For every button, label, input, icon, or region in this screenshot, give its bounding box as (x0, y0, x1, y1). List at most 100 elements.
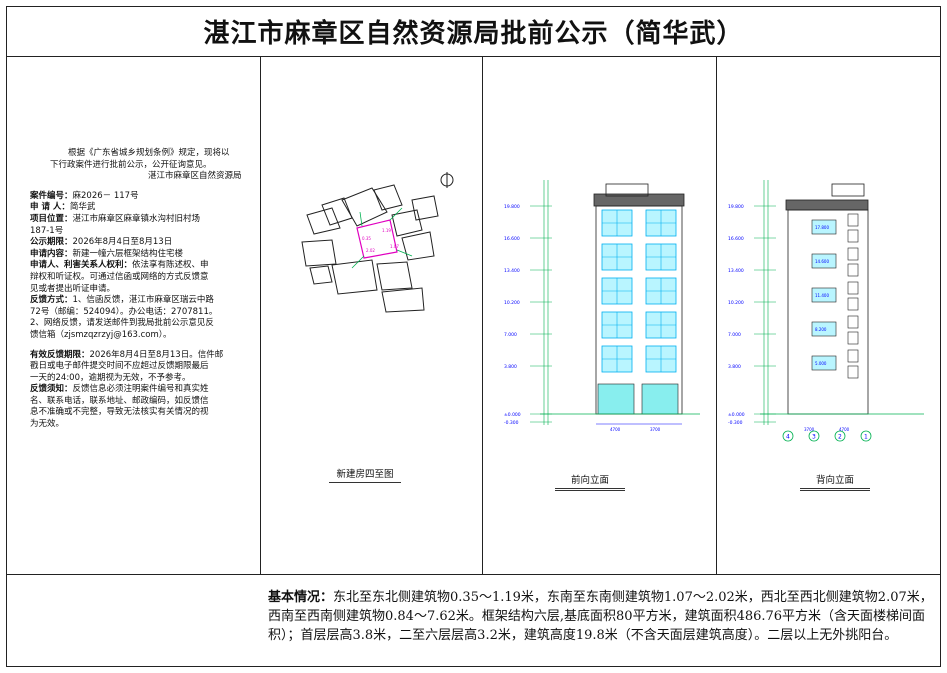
location-row-2: 187-1号 (30, 225, 64, 236)
case-number-value: 麻2026－ 117号 (72, 190, 139, 201)
applicant-label: 申 请 人： (30, 202, 70, 213)
page-title: 湛江市麻章区自然资源局批前公示（简华武） (7, 7, 940, 57)
channel-label: 反馈方式： (30, 295, 73, 306)
notice-text: 根据《广东省城乡规划条例》规定，现将以 下行政案件进行批前公示，公开征询意见。 … (30, 148, 260, 431)
must-row: 反馈须知：反馈信息必须注明案件编号和真实姓 (30, 384, 260, 396)
window-icon (847, 281, 859, 295)
rights-row: 申请人、利害关系人权利：依法享有陈述权、申 (30, 260, 260, 272)
channel-row-3: 2、网络反馈，请发送邮件到我局批前公示意见反 (30, 318, 214, 329)
back-caption-text: 背向立面 (815, 475, 854, 486)
new-house-outline (356, 219, 398, 259)
front-dim-2: 3700 (650, 427, 661, 432)
column-divider-1 (260, 56, 261, 574)
column-divider-2 (482, 56, 483, 574)
location-row: 项目位置：湛江市麻章区麻章镇水沟村旧村场 (30, 214, 260, 226)
content-value: 新建一幢六层框架结构住宅楼 (72, 248, 184, 259)
axis-bubble-icon (834, 430, 846, 442)
window-icon (847, 297, 859, 311)
site-plan-caption-text: 新建房四至图 (336, 469, 394, 480)
axis-label: 3 (812, 434, 816, 441)
content-divider-top (6, 56, 941, 57)
back-caption: 背向立面 (800, 472, 870, 491)
location-label: 项目位置： (30, 213, 73, 224)
applicant-value: 简华武 (69, 202, 96, 213)
elevation-label: ±0.000 (728, 412, 745, 418)
basic-info-label: 基本情况： (268, 590, 334, 605)
valid-row-2: 戳日或电子邮件提交时间不应超过反馈期限最后 (30, 361, 209, 372)
rights-label: 申请人、利害关系人权利： (30, 260, 133, 271)
site-plan-drawing: 0.35 1.19 1.07 2.02 (301, 172, 454, 313)
elevation-label: 13.400 (504, 268, 520, 274)
window-icon (847, 331, 859, 345)
elevation-label: 13.400 (728, 268, 744, 274)
floor-label: 5.000 (815, 361, 827, 366)
valid-row-3: 一天的24:00，逾期视为无效，不予参考。 (30, 372, 191, 383)
must-label: 反馈须知： (30, 384, 73, 395)
basic-info-text: 东北至东北侧建筑物0.35～1.19米，东南至东南侧建筑物1.07～2.02米，… (268, 590, 933, 643)
case-number-row: 案件编号：麻2026－ 117号 (30, 191, 260, 203)
back-elevation-drawing: 19.800 16.600 13.400 10.200 7.000 3.800 ±0.000… (728, 180, 924, 442)
site-plan-caption: 新建房四至图 (320, 466, 410, 483)
elevation-label: -0.300 (728, 420, 743, 426)
channel-value: 1、信函反馈，湛江市麻章区瑞云中路 (72, 295, 214, 306)
content-row: 申请内容：新建一幢六层框架结构住宅楼 (30, 249, 260, 261)
channel-row: 反馈方式：1、信函反馈，湛江市麻章区瑞云中路 (30, 295, 260, 307)
elevation-label: 7.000 (728, 332, 741, 338)
elevation-label: 16.600 (504, 236, 520, 242)
floor-label: 14.600 (815, 259, 829, 264)
rights-value: 依法享有陈述权、申 (132, 260, 209, 271)
floor-label: 11.400 (815, 293, 829, 298)
elevation-label: 10.200 (728, 300, 744, 306)
channel-row-4: 馈信箱（zjsmzqzrzyj@163.com）。 (30, 329, 172, 340)
elevation-label: 16.600 (728, 236, 744, 242)
floor-label: 8.200 (815, 327, 827, 332)
case-number-label: 案件编号： (30, 190, 73, 201)
window-icon (811, 287, 837, 303)
axis-bubble-icon (782, 430, 794, 442)
elevation-label: 19.800 (728, 204, 744, 210)
notice-intro-line1: 根据《广东省城乡规划条例》规定，现将以 (68, 148, 230, 158)
period-row: 公示期限：2026年8月4日至8月13日 (30, 237, 260, 249)
valid-row: 有效反馈期限：2026年8月4日至8月13日。信件邮 (30, 350, 260, 362)
window-icon (847, 365, 859, 379)
axis-label: 2 (838, 434, 842, 441)
must-value: 反馈信息必须注明案件编号和真实姓 (72, 384, 209, 395)
floor-label: 17.800 (815, 225, 829, 230)
window-icon (847, 213, 859, 227)
notice-frame: 湛江市麻章区自然资源局批前公示（简华武） (6, 6, 941, 667)
window-icon (847, 229, 859, 243)
elevation-label: -0.300 (504, 420, 519, 426)
content-divider-bottom (6, 574, 941, 575)
rights-row-3: 见或者提出听证申请。 (30, 283, 116, 294)
site-dim-label: 0.35 (362, 236, 371, 241)
channel-row-2: 72号（邮编：524094）。办公电话：2707811。 (30, 306, 218, 317)
must-row-4: 为无效。 (30, 419, 65, 430)
location-value: 湛江市麻章区麻章镇水沟村旧村场 (72, 213, 201, 224)
window-icon (847, 263, 859, 277)
elevation-label: 10.200 (504, 300, 520, 306)
axis-label: 1 (864, 434, 868, 441)
window-icon (847, 315, 859, 329)
applicant-row: 申 请 人：简华武 (30, 202, 260, 214)
front-dim-1: 4700 (610, 427, 621, 432)
front-caption: 前向立面 (555, 472, 625, 491)
site-dim-label: 2.02 (366, 248, 375, 253)
elevation-label: 3.800 (504, 364, 517, 370)
back-dim-2: 4700 (839, 427, 850, 432)
window-icon (811, 355, 837, 371)
elevation-label: 3.800 (728, 364, 741, 370)
elevation-label: ±0.000 (504, 412, 521, 418)
site-dim-label: 1.07 (390, 244, 399, 249)
front-caption-text: 前向立面 (570, 475, 609, 486)
notice-intro-line2: 下行政案件进行批前公示，公开征询意见。 (50, 159, 212, 170)
axis-bubble-icon (860, 430, 872, 442)
valid-value: 2026年8月4日至8月13日。信件邮 (89, 349, 224, 360)
site-dim-label: 1.19 (382, 228, 391, 233)
axis-label: 4 (786, 434, 790, 441)
must-row-2: 名、联系电话，联系地址、邮政编码，如反馈信 (30, 395, 209, 406)
rights-row-2: 辩权和听证权。可通过信函或网络的方式反馈意 (30, 271, 209, 282)
valid-label: 有效反馈期限： (30, 349, 90, 360)
period-value: 2026年8月4日至8月13日 (72, 237, 173, 248)
notice-agency: 湛江市麻章区自然资源局 (148, 171, 242, 182)
must-row-3: 息不准确或不完整，导致无法核实有关情况的视 (30, 407, 209, 418)
